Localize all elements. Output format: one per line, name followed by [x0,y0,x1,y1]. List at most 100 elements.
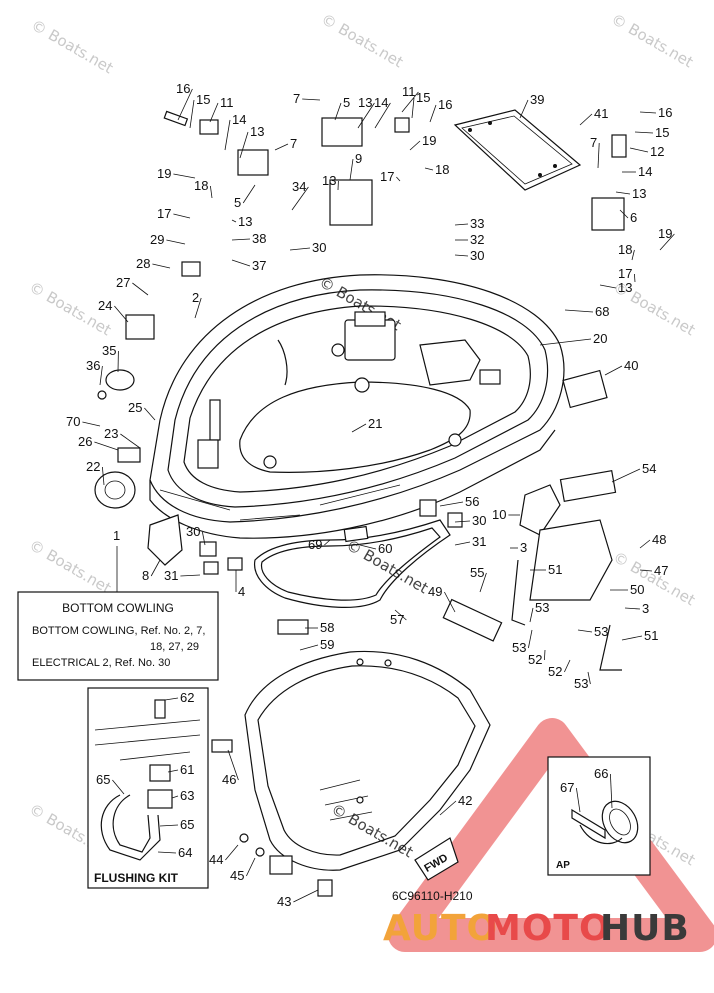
leader-line [640,540,650,548]
ap-label: AP [556,860,570,871]
callout-number: 62 [180,690,194,705]
callout-number: 38 [252,231,266,246]
brand-logo: AUTO MOTO HUB [383,908,690,949]
leader-line [173,214,190,218]
leader-line [82,422,100,426]
callout-number: 31 [164,568,178,583]
callout-number: 13 [322,173,336,188]
bottom-cowling-tray [150,275,564,538]
callout-number: 53 [535,600,549,615]
callout-number: 2 [192,290,199,305]
leader-line [144,408,155,420]
callout-number: 59 [320,637,334,652]
watermark-text: © Boats.net [610,548,698,609]
callout-number: 16 [438,97,452,112]
leader-line [302,99,320,100]
brand-hub: HUB [600,908,690,949]
leader-line [635,132,653,133]
leader-line [132,283,148,295]
callout-number: 40 [624,358,638,373]
leader-line [564,660,570,672]
callout-number: 37 [252,258,266,273]
leader-line [528,630,532,648]
callout-number: 11 [402,84,416,99]
callout-number: 36 [86,358,100,373]
leader-line [114,306,128,322]
note-box-line: ELECTRICAL 2, Ref. No. 30 [32,657,170,669]
callout-number: 60 [378,541,392,556]
leader-line [578,630,592,632]
leader-line [540,339,591,345]
callout-number: 5 [343,95,350,110]
leader-line [410,141,420,150]
leader-line [210,186,212,198]
callout-number: 69 [308,537,322,552]
callout-number: 13 [358,95,372,110]
callout-number: 23 [104,426,118,441]
callout-number: 41 [594,106,608,121]
callout-number: 66 [594,766,608,781]
callout-number: 35 [102,343,116,358]
callout-number: 70 [66,414,80,429]
watermark-text: © Boats.net [608,10,696,71]
callout-number: 3 [642,601,649,616]
callout-number: 22 [86,459,100,474]
callout-number: 14 [638,164,652,179]
leader-line [232,239,250,240]
watermark-text: © Boats.net [26,536,114,597]
callout-number: 63 [180,788,194,803]
leader-line [598,143,599,168]
brand-moto: MOTO [485,908,611,949]
leader-line [440,502,463,506]
callout-number: 4 [238,584,245,599]
callout-number: 61 [180,762,194,777]
callout-number: 6 [630,210,637,225]
callout-number: 30 [312,240,326,255]
leader-line [243,185,255,203]
callout-number: 30 [472,513,486,528]
callout-number: 65 [180,817,194,832]
leader-line [605,366,622,375]
leader-line [180,575,200,576]
callout-number: 24 [98,298,112,313]
leader-line [293,890,318,902]
callout-number: 33 [470,216,484,231]
leader-line [520,100,528,118]
callout-number: 34 [292,179,306,194]
callout-number: 55 [470,565,484,580]
leader-line [625,608,640,609]
leader-line [300,645,318,650]
callout-number: 53 [574,676,588,691]
callout-number: 21 [368,416,382,431]
leader-line [210,103,218,122]
leader-line [430,105,436,122]
callout-number: 17 [157,206,171,221]
callout-number: 27 [116,275,130,290]
callout-number: 51 [548,562,562,577]
leader-line [440,801,456,815]
callout-number: 64 [178,845,192,860]
watermark-text: © Boats.net [318,10,406,71]
callout-number: 32 [470,232,484,247]
callout-number: 52 [548,664,562,679]
leader-line [173,174,195,178]
callout-number: 29 [150,232,164,247]
leader-line [152,264,170,268]
callout-number: 50 [630,582,644,597]
callout-number: 16 [658,105,672,120]
leader-line [151,560,160,576]
callout-number: 57 [390,612,404,627]
leader-line [544,650,545,660]
callout-number: 18 [194,178,208,193]
leader-line [246,858,255,876]
leader-line [324,540,330,545]
callout-number: 15 [416,90,430,105]
callout-number: 30 [186,524,200,539]
callout-number: 44 [209,852,223,867]
callout-number: 53 [512,640,526,655]
callout-number: 47 [654,563,668,578]
note-box-line: 18, 27, 29 [150,641,199,653]
callout-number: 17 [380,169,394,184]
